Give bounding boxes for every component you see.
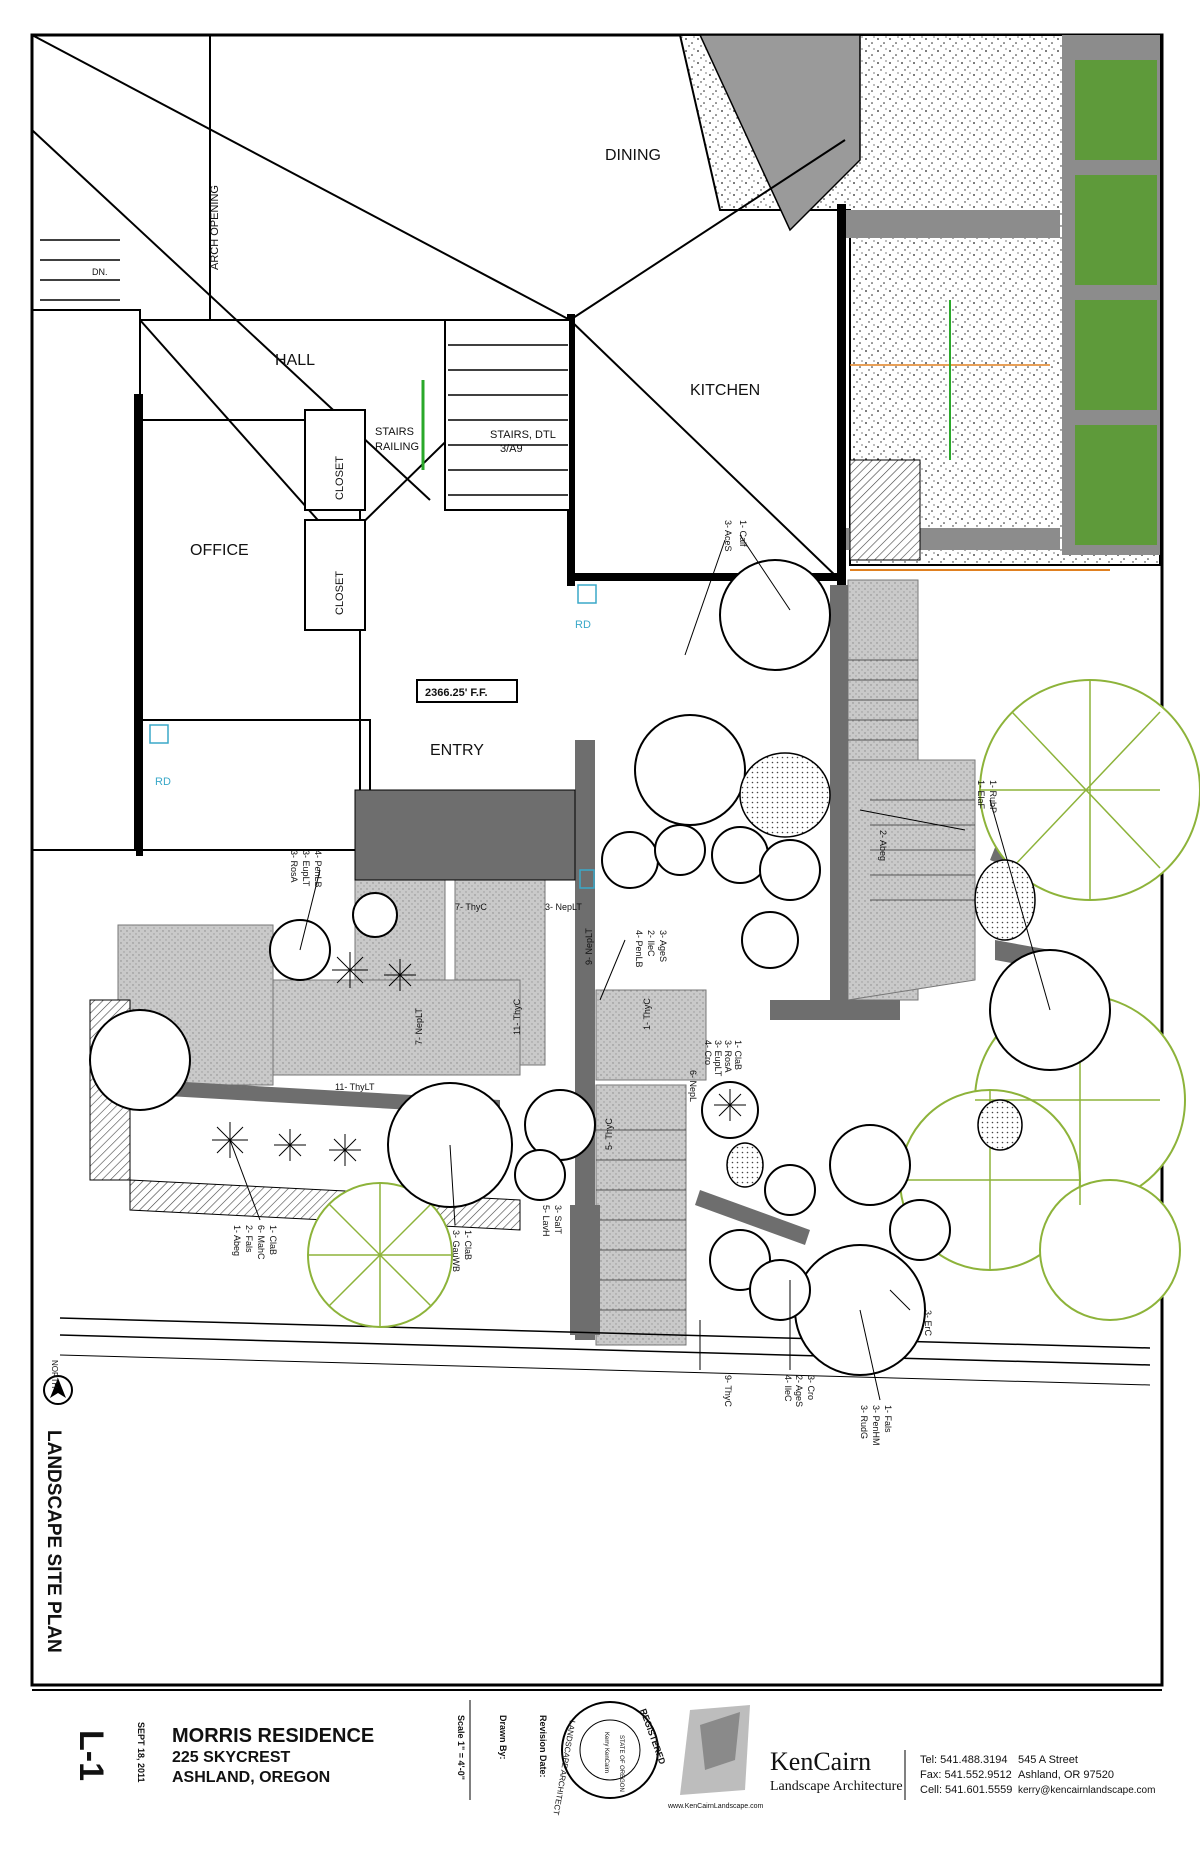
plant-label: 5- ThyC xyxy=(604,1118,614,1150)
plant-label: 7- ThyC xyxy=(455,902,487,912)
plant-label: 2- Abeg xyxy=(878,830,888,861)
firm-subtitle: Landscape Architecture xyxy=(770,1779,903,1794)
plant-label: 3- EupLT xyxy=(301,850,311,887)
plant-label: 9- NepLT xyxy=(584,928,594,965)
room-label-entry: ENTRY xyxy=(430,742,484,759)
groundcover xyxy=(726,752,1036,1188)
plant-label: 3- AceS xyxy=(723,520,733,552)
firm-email: kerry@kencairnlandscape.com xyxy=(1018,1785,1155,1796)
project-city: ASHLAND, OREGON xyxy=(172,1769,330,1786)
steps-area xyxy=(847,759,976,1001)
plant-label: 4- Cro xyxy=(703,1040,713,1065)
interior-stairs xyxy=(40,239,568,496)
label-down: DN. xyxy=(92,267,108,277)
room-label-kitchen: KITCHEN xyxy=(690,382,760,399)
plant-label: 1- Fals xyxy=(883,1405,893,1433)
lawn-panel xyxy=(1075,175,1157,285)
plant-label: 3- EupLT xyxy=(713,1040,723,1077)
project-title: MORRIS RESIDENCE xyxy=(172,1725,374,1747)
plant-label: 3- GauWB xyxy=(451,1230,461,1272)
plant-label: 11- ThyLT xyxy=(335,1082,375,1092)
plant-label: 1- ClaB xyxy=(463,1230,473,1260)
room-label-hall: HALL xyxy=(275,352,315,369)
plant-label: 3- RosA xyxy=(723,1040,733,1073)
firm-fax: Fax: 541.552.9512 xyxy=(920,1769,1012,1781)
plant-label: 3- AgeS xyxy=(658,930,668,962)
plant-label: 11- ThyC xyxy=(512,998,522,1035)
plant-label: 1- ClaB xyxy=(268,1225,278,1255)
firm-name: KenCairn xyxy=(770,1747,871,1776)
label-closet: CLOSET xyxy=(334,456,346,500)
plant-label: 4- PenLB xyxy=(313,850,323,888)
paving-area xyxy=(269,979,521,1076)
label-arch-opening: ARCH OPENING xyxy=(209,185,221,270)
plant-label: 3- Cro xyxy=(806,1375,816,1400)
sheet-date: SEPT 18, 2011 xyxy=(136,1722,146,1783)
leader-lines xyxy=(229,534,1051,1401)
plant-label: 1- ThyC xyxy=(642,998,652,1030)
label-railing: RAILING xyxy=(375,441,419,453)
firm-city: Ashland, OR 97520 xyxy=(1018,1769,1114,1781)
plant-label: 2- IleC xyxy=(646,930,656,957)
step-lines xyxy=(596,659,975,1311)
room-label-dining: DINING xyxy=(605,147,661,164)
lawn-panel xyxy=(1075,60,1157,160)
stamp-text: STATE OF OREGON xyxy=(618,1735,624,1792)
label-closet: CLOSET xyxy=(334,571,346,615)
entry-landing xyxy=(354,789,576,881)
lawn-panel xyxy=(1075,300,1157,410)
label-stairs: STAIRS xyxy=(375,426,414,438)
plant-label: 1- RubP xyxy=(988,780,998,813)
sheet-number: L-1 xyxy=(72,1730,110,1781)
plant-label: 7- NepLT xyxy=(414,1008,424,1045)
shrubs xyxy=(89,559,1111,1376)
plant-label: 9- ThyC xyxy=(723,1375,733,1407)
plant-label: 3- RosA xyxy=(289,850,299,883)
label-roof-drain: RD xyxy=(155,776,171,788)
floor-elevation: 2366.25' F.F. xyxy=(425,687,488,699)
plant-label: 3- PenHM xyxy=(871,1405,881,1446)
firm-cell: Cell: 541.601.5559 xyxy=(920,1784,1012,1796)
firm-tel: Tel: 541.488.3194 xyxy=(920,1754,1007,1766)
north-label: NORTH xyxy=(50,1360,59,1389)
firm-street: 545 A Street xyxy=(1018,1754,1078,1766)
spiky-plants xyxy=(212,952,746,1166)
revision-date: Revision Date: xyxy=(538,1715,548,1778)
label-detail-ref: 3/A9 xyxy=(500,443,523,455)
plant-label: 1- Calf xyxy=(738,520,748,547)
plant-label: 1- ClaB xyxy=(733,1040,743,1070)
plant-label: 3- SalT xyxy=(553,1205,563,1235)
plant-label: 3- NepLT xyxy=(545,902,582,912)
plant-label: 4- IleC xyxy=(783,1375,793,1402)
registration-stamp xyxy=(561,1701,659,1799)
paving-area xyxy=(595,1084,687,1346)
plant-label: 1- ElaF xyxy=(976,780,986,810)
curb-line xyxy=(59,1317,1151,1349)
scale-note: Scale 1" = 4'-0" xyxy=(456,1715,466,1780)
plant-label: 5- LavH xyxy=(541,1205,551,1237)
label-stairs-dtl: STAIRS, DTL xyxy=(490,429,556,441)
plant-label: 2- Fals xyxy=(244,1225,254,1253)
roof-drain-markers xyxy=(149,584,597,889)
exterior-stairs xyxy=(849,459,921,561)
plant-labels: 1- Calf 3- AceS 1- RubP 1- ElaF 2- Abeg … xyxy=(232,520,998,1446)
plant-label: 3- RudG xyxy=(859,1405,869,1439)
stamp-text: Kerry KenCairn xyxy=(603,1732,609,1773)
plant-label: 2- AgeS xyxy=(794,1375,804,1407)
plant-label: 4- PenLB xyxy=(634,930,644,968)
drawn-by: Drawn By: xyxy=(498,1715,508,1760)
room-label-office: OFFICE xyxy=(190,542,249,559)
lawn-panel xyxy=(1075,425,1157,545)
paving-area xyxy=(595,989,707,1081)
sheet-title: LANDSCAPE SITE PLAN xyxy=(43,1430,64,1653)
plant-label: 1- Abeg xyxy=(232,1225,242,1256)
label-roof-drain: RD xyxy=(575,619,591,631)
house-walls xyxy=(31,34,846,856)
project-address: 225 SKYCREST xyxy=(172,1749,290,1766)
plant-label: 3- ErC xyxy=(923,1310,933,1337)
firm-website: www.KenCairnLandscape.com xyxy=(667,1803,763,1810)
plant-label: 6- MahC xyxy=(256,1225,266,1260)
plant-label: 6- NepL xyxy=(688,1070,698,1102)
